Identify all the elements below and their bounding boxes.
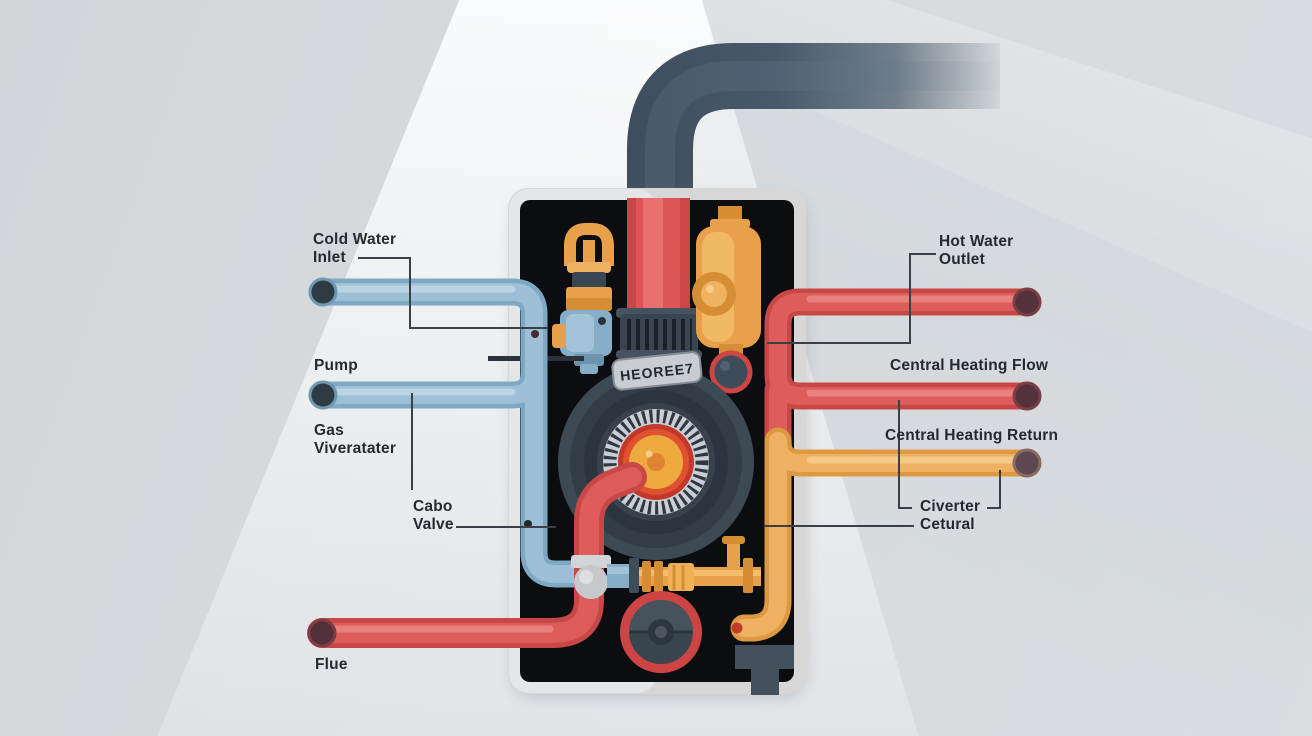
leader-hot-water-outlet	[767, 253, 936, 344]
gas-valve-block	[668, 563, 694, 591]
gas-tap-valve	[552, 223, 614, 374]
label-cold-water-inlet: Cold Water Inlet	[313, 231, 397, 266]
label-civerter-cetural: Civerter Cetural	[920, 498, 981, 533]
ch-return-cap	[1012, 448, 1042, 478]
cold-inlet-cap	[308, 277, 338, 307]
hot-water-cap	[1012, 287, 1042, 317]
leader-cold-water-inlet	[358, 257, 548, 329]
heating-return-pipes	[730, 427, 1042, 642]
leader-civerter-right	[987, 470, 1001, 509]
valve-side-port	[552, 324, 566, 348]
expansion-vessel	[692, 206, 761, 394]
pump-pipe-cap	[308, 380, 338, 410]
heat-exchanger: HEOREE7	[558, 351, 754, 560]
flue-cap	[307, 618, 337, 648]
pressure-bulb	[709, 350, 753, 394]
ribbed-collar	[620, 314, 698, 356]
cold-water-pipes	[308, 277, 590, 588]
pump-unit	[620, 591, 702, 673]
leader-lines	[358, 253, 1001, 528]
valve-stem	[572, 272, 606, 288]
flue-duct	[627, 43, 1000, 205]
gas-stub	[727, 542, 740, 570]
ch-flow-cap	[1012, 381, 1042, 411]
gas-pipe	[607, 536, 761, 593]
label-flue: Flue	[315, 656, 348, 673]
label-central-heating-flow: Central Heating Flow	[890, 357, 1049, 374]
label-cabo-valve: Cabo Valve	[413, 498, 454, 533]
pipe-junction	[571, 555, 611, 599]
tap-handle	[564, 223, 614, 266]
gas-flange	[629, 558, 639, 593]
label-pump: Pump	[314, 357, 358, 374]
badge-text: HEOREE7	[619, 360, 694, 384]
leader-civerter-left	[898, 400, 912, 509]
drain-point	[731, 622, 743, 634]
brand-badge: HEOREE7	[611, 351, 703, 391]
label-gas-viveratater: Gas Viveratater	[314, 422, 397, 457]
label-hot-water-outlet: Hot Water Outlet	[939, 233, 1014, 268]
condensate-outlet	[735, 645, 794, 695]
label-central-heating-return: Central Heating Return	[885, 427, 1059, 444]
tap-flange	[567, 262, 611, 273]
